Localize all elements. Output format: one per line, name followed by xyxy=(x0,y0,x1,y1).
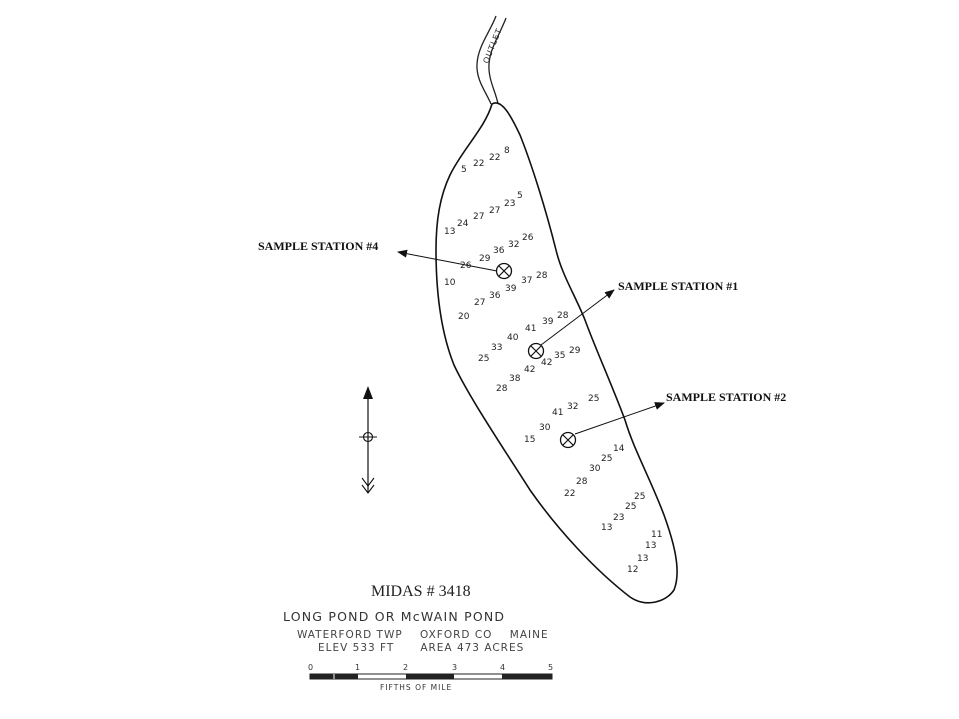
depth-sounding: 25 xyxy=(588,394,599,404)
station-1-arrow xyxy=(540,289,615,346)
depth-sounding: 28 xyxy=(496,384,508,394)
station-4-marker xyxy=(495,262,513,280)
depth-sounding: 27 xyxy=(474,298,485,308)
depth-sounding: 26 xyxy=(460,261,472,271)
depth-sounding: 5 xyxy=(461,165,467,175)
depth-sounding: 13 xyxy=(601,523,612,533)
depth-sounding: 38 xyxy=(509,374,521,384)
depth-sounding: 37 xyxy=(521,276,532,286)
scale-tick-label: 0 xyxy=(308,663,313,672)
depth-sounding: 39 xyxy=(542,317,554,327)
depth-sounding: 28 xyxy=(536,271,548,281)
depth-sounding: 30 xyxy=(539,423,551,433)
depth-sounding: 13 xyxy=(637,554,648,564)
depth-soundings: 5 22 22 8 13 24 27 27 23 5 26 29 36 32 2… xyxy=(444,146,662,575)
depth-sounding: 26 xyxy=(522,233,534,243)
depth-sounding: 28 xyxy=(557,311,569,321)
depth-sounding: 23 xyxy=(504,199,515,209)
outlet-label: OUTLET xyxy=(482,27,504,65)
midas-id: MIDAS # 3418 xyxy=(371,583,471,600)
station-2-marker xyxy=(559,431,577,449)
depth-sounding: 27 xyxy=(489,206,500,216)
depth-sounding: 14 xyxy=(613,444,625,454)
depth-sounding: 12 xyxy=(627,565,638,575)
outlet-stream-left xyxy=(476,15,497,105)
scale-tick-label: 2 xyxy=(403,663,408,672)
station-4-label: SAMPLE STATION #4 xyxy=(258,239,378,253)
depth-sounding: 23 xyxy=(613,513,624,523)
scale-tick-label: 4 xyxy=(500,663,505,672)
depth-sounding: 25 xyxy=(625,502,636,512)
depth-sounding: 39 xyxy=(505,284,517,294)
depth-sounding: 33 xyxy=(491,343,502,353)
station-2-label: SAMPLE STATION #2 xyxy=(666,390,786,404)
depth-sounding: 41 xyxy=(525,324,536,334)
depth-sounding: 27 xyxy=(473,212,484,222)
depth-sounding: 25 xyxy=(634,492,645,502)
depth-sounding: 41 xyxy=(552,408,563,418)
depth-sounding: 22 xyxy=(564,489,575,499)
outlet-stream-right xyxy=(488,17,507,105)
depth-sounding: 36 xyxy=(489,291,501,301)
depth-sounding: 29 xyxy=(479,254,491,264)
north-arrow-icon xyxy=(359,386,377,494)
depth-sounding: 42 xyxy=(524,365,535,375)
depth-sounding: 11 xyxy=(651,530,662,540)
depth-sounding: 42 xyxy=(541,358,552,368)
depth-sounding: 25 xyxy=(478,354,489,364)
depth-sounding: 29 xyxy=(569,346,581,356)
depth-sounding: 13 xyxy=(645,541,656,551)
depth-sounding: 32 xyxy=(508,240,519,250)
scale-bar: 0 1 2 3 4 5 FIFTHS OF MILE xyxy=(308,663,553,692)
depth-sounding: 10 xyxy=(444,278,456,288)
depth-sounding: 20 xyxy=(458,312,470,322)
depth-sounding: 22 xyxy=(473,159,484,169)
depth-sounding: 5 xyxy=(517,191,523,201)
depth-sounding: 22 xyxy=(489,153,500,163)
depth-sounding: 8 xyxy=(504,146,510,156)
depth-sounding: 24 xyxy=(457,219,469,229)
scale-caption: FIFTHS OF MILE xyxy=(380,683,452,692)
pond-shoreline xyxy=(435,102,678,604)
scale-tick-label: 5 xyxy=(548,663,553,672)
station-1-marker xyxy=(527,342,545,360)
depth-sounding: 25 xyxy=(601,454,612,464)
depth-sounding: 13 xyxy=(444,227,455,237)
depth-sounding: 36 xyxy=(493,246,505,256)
station-4-arrow xyxy=(397,249,498,272)
scale-tick-label: 1 xyxy=(355,663,360,672)
depth-sounding: 32 xyxy=(567,402,578,412)
elevation-area-line: ELEV 533 FT AREA 473 ACRES xyxy=(318,642,524,654)
station-2-arrow xyxy=(574,402,665,435)
depth-sounding: 15 xyxy=(524,435,535,445)
depth-sounding: 40 xyxy=(507,333,519,343)
station-1-label: SAMPLE STATION #1 xyxy=(618,279,738,293)
pond-name: LONG POND OR McWAIN POND xyxy=(283,609,505,624)
scale-tick-label: 3 xyxy=(452,663,457,672)
depth-sounding: 30 xyxy=(589,464,601,474)
depth-sounding: 35 xyxy=(554,351,565,361)
depth-sounding: 28 xyxy=(576,477,588,487)
location-line: WATERFORD TWP OXFORD CO MAINE xyxy=(297,629,549,641)
